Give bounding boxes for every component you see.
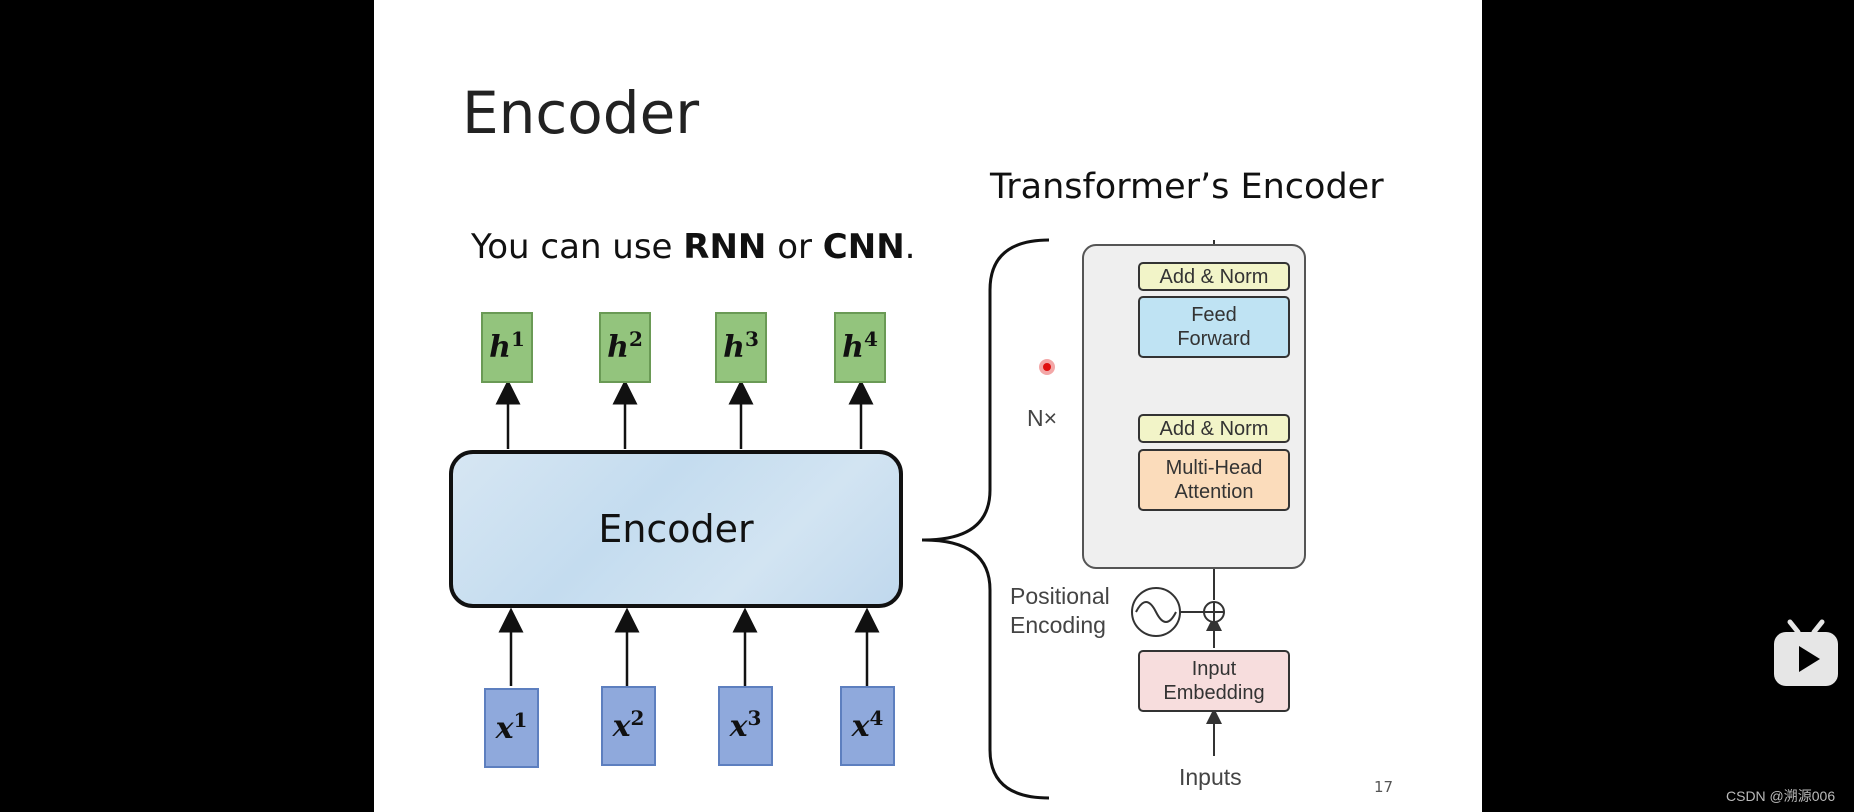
slide: Encoder You can use RNN or CNN. <box>374 0 1482 812</box>
output-h2: h2 <box>599 312 651 383</box>
output-h3: h3 <box>715 312 767 383</box>
input-x3: x3 <box>718 686 773 766</box>
pos-enc-line1: Positional <box>1010 583 1110 609</box>
output-h4-label: h4 <box>842 327 878 365</box>
output-h1-label: h1 <box>489 327 525 365</box>
input-x4-label: x4 <box>851 705 884 744</box>
bilibili-tv-icon[interactable] <box>1772 618 1840 690</box>
subtitle-rnn: RNN <box>683 227 767 267</box>
repeat-label: N× <box>1027 405 1058 431</box>
slide-subtitle: You can use RNN or CNN. <box>471 230 915 264</box>
subtitle-suffix: . <box>904 227 916 267</box>
pos-enc-line2: Encoding <box>1010 611 1106 638</box>
subtitle-cnn: CNN <box>822 227 905 267</box>
watermark: CSDN @溯源006 <box>1726 788 1836 804</box>
output-h3-label: h3 <box>723 327 759 365</box>
input-x4: x4 <box>840 686 895 766</box>
feed-forward: Feed Forward <box>1138 296 1290 358</box>
output-h4: h4 <box>834 312 886 383</box>
feed-forward-line2: Forward <box>1177 328 1251 350</box>
encoder-block: Encoder <box>449 450 903 608</box>
output-h2-label: h2 <box>607 327 643 365</box>
encoder-label: Encoder <box>598 507 754 551</box>
transformer-title: Transformer’s Encoder <box>990 167 1384 207</box>
sine-wave <box>1135 601 1177 623</box>
mha-line2: Attention <box>1174 481 1254 503</box>
input-x2-label: x2 <box>612 705 645 744</box>
multi-head-attention: Multi-Head Attention <box>1138 449 1290 511</box>
mha-line1: Multi-Head <box>1165 457 1263 479</box>
subtitle-prefix: You can use <box>471 227 684 267</box>
emb-line1: Input <box>1191 658 1237 680</box>
page-number: 17 <box>1374 778 1394 796</box>
input-x1-label: x1 <box>495 707 528 746</box>
curly-brace <box>923 238 1050 800</box>
input-x2: x2 <box>601 686 656 766</box>
inputs-label: Inputs <box>1179 764 1242 790</box>
left-arrows <box>495 238 1276 800</box>
positional-encoding-label: Positional Encoding <box>1010 582 1110 640</box>
add-norm-bottom-label: Add & Norm <box>1159 417 1269 440</box>
add-norm-top-label: Add & Norm <box>1159 265 1269 288</box>
cursor-pointer-icon <box>1039 359 1055 375</box>
input-embedding: Input Embedding <box>1138 650 1290 712</box>
input-x3-label: x3 <box>729 705 762 744</box>
slide-title: Encoder <box>462 79 700 147</box>
add-norm-top: Add & Norm <box>1138 262 1290 291</box>
emb-line2: Embedding <box>1163 682 1265 704</box>
transformer-repeat-block <box>1082 244 1306 569</box>
add-norm-bottom: Add & Norm <box>1138 414 1290 443</box>
subtitle-or: or <box>766 227 823 267</box>
feed-forward-line1: Feed <box>1191 304 1237 326</box>
input-x1: x1 <box>484 688 539 768</box>
output-h1: h1 <box>481 312 533 383</box>
